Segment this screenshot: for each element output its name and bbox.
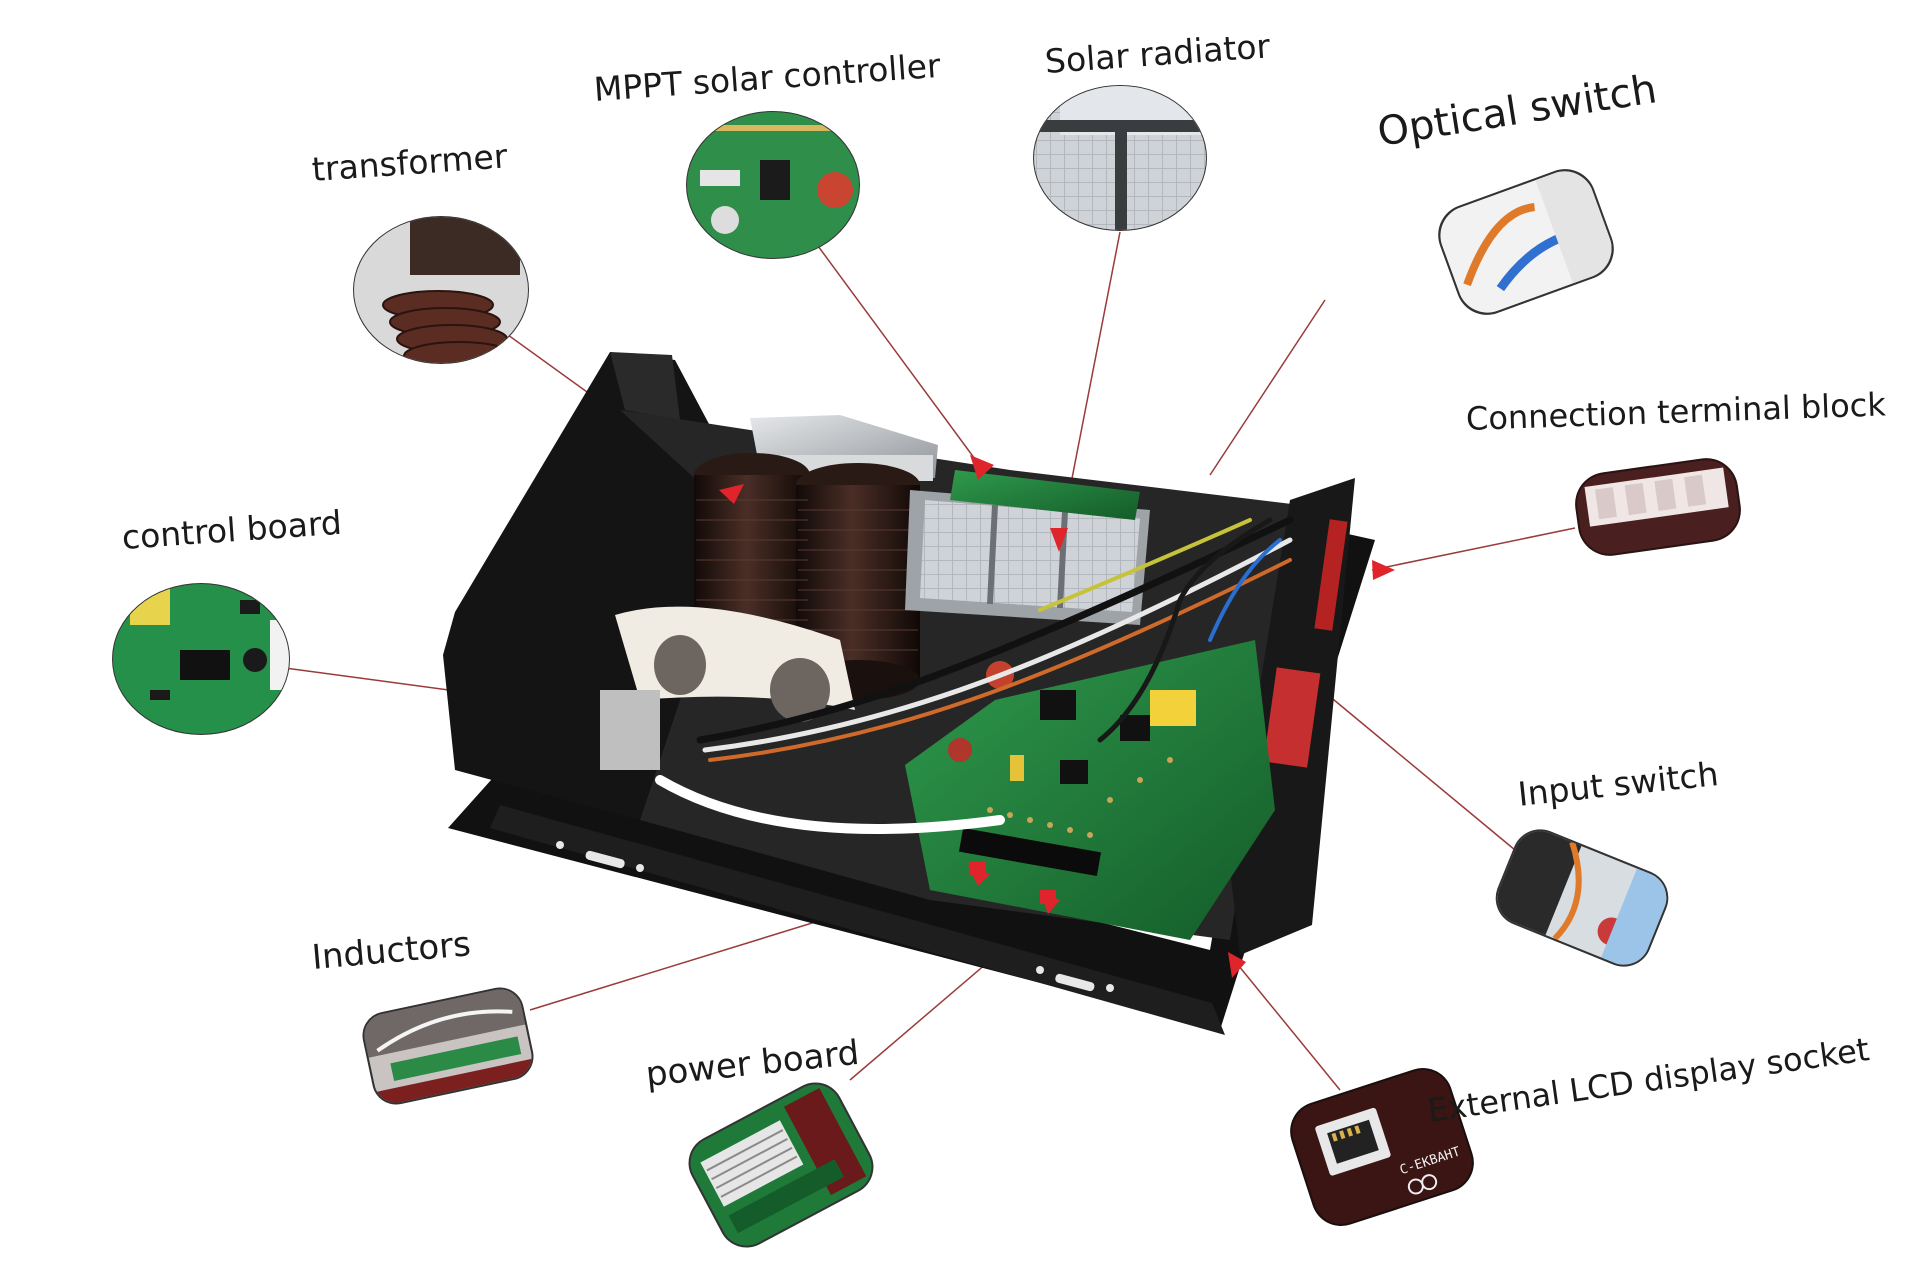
pointer-arrow <box>968 866 990 886</box>
callout-input-switch <box>1489 823 1675 973</box>
pointer-arrow <box>1228 952 1246 978</box>
leader-terminal <box>1371 527 1576 571</box>
leader-lcd <box>1233 959 1341 1091</box>
leader-input <box>1321 689 1516 851</box>
callout-terminal-block <box>1573 456 1743 558</box>
pointer-arrow <box>1040 892 1060 914</box>
callout-control-board <box>112 583 290 735</box>
mounting-slots <box>556 841 1114 992</box>
front-red-tab <box>1314 519 1348 631</box>
callout-mppt <box>686 111 860 259</box>
leader-optical <box>1209 299 1326 476</box>
transformer-coils <box>600 453 920 770</box>
callout-radiator <box>1033 85 1207 231</box>
pointer-arrow <box>719 484 744 504</box>
pointer-arrows <box>719 455 1395 978</box>
callout-transformer <box>353 216 529 364</box>
mppt-board <box>950 470 1140 520</box>
front-red-bracket <box>1263 667 1321 768</box>
chassis-left-edge <box>610 352 680 420</box>
pointer-arrow <box>1372 560 1395 580</box>
main-pcb <box>905 640 1275 940</box>
callout-lcd-socket: C-ЕКВАНТ <box>1284 1062 1480 1232</box>
leader-mppt <box>817 245 984 471</box>
wires <box>655 516 1294 834</box>
callout-optical-switch <box>1432 162 1620 322</box>
chassis-floor <box>490 805 1225 1035</box>
callout-inductors <box>360 985 536 1107</box>
pointer-arrow <box>1050 528 1068 552</box>
inverter-body <box>443 352 1395 1035</box>
callout-power-board <box>681 1075 881 1255</box>
pointer-arrow <box>970 455 994 480</box>
